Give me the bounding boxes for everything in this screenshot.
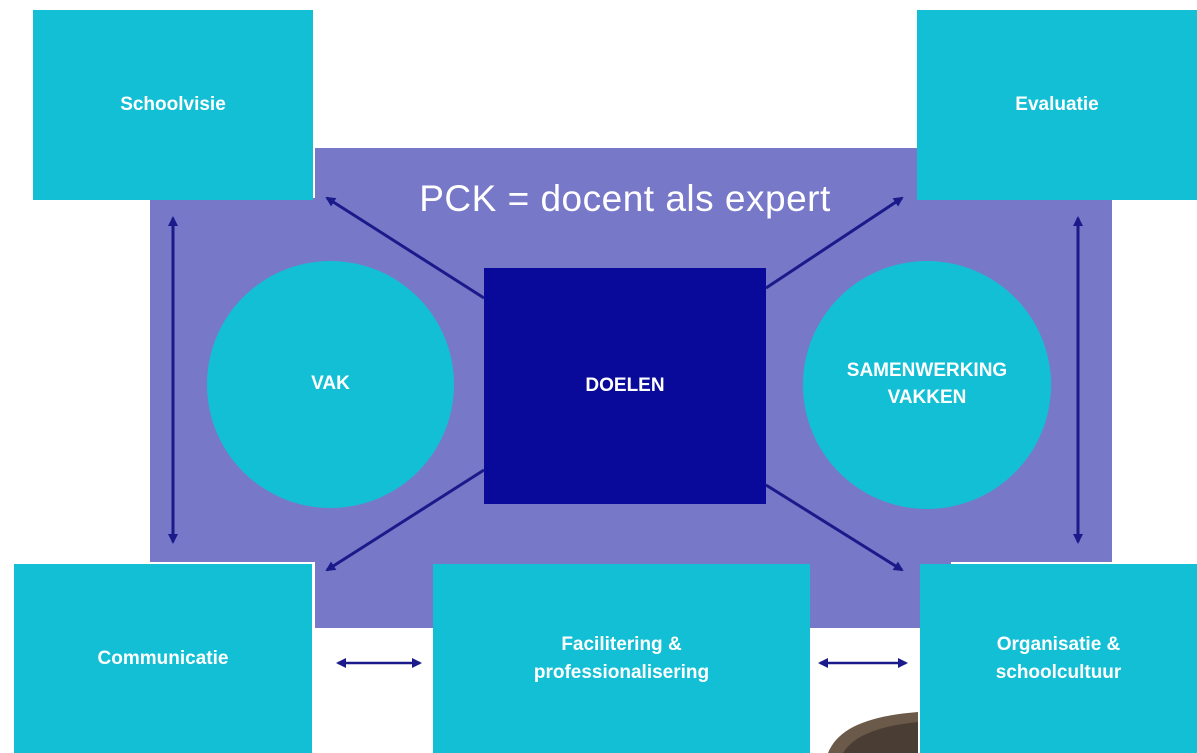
arrow-to-evaluatie bbox=[765, 196, 904, 290]
box-schoolvisie-label: Schoolvisie bbox=[120, 94, 226, 116]
box-facilitering-label: Facilitering & professionalisering bbox=[533, 633, 710, 683]
center-box-label: DOELEN bbox=[585, 375, 665, 397]
box-evaluatie-label: Evaluatie bbox=[1015, 94, 1099, 116]
circle-samenwerking-vakken: SAMENWERKING VAKKEN bbox=[803, 261, 1051, 509]
box-communicatie-label: Communicatie bbox=[97, 647, 229, 669]
box-communicatie: Communicatie bbox=[14, 564, 312, 753]
arrow-to-communicatie bbox=[325, 468, 485, 572]
box-evaluatie: Evaluatie bbox=[917, 10, 1197, 200]
circle-vak-label: VAK bbox=[311, 373, 350, 395]
box-organisatie-label: Organisatie & schoolcultuur bbox=[995, 633, 1122, 683]
box-schoolvisie: Schoolvisie bbox=[33, 10, 313, 200]
box-organisatie: Organisatie & schoolcultuur bbox=[920, 564, 1197, 753]
diagram-title: PCK = docent als expert bbox=[419, 178, 831, 219]
box-facilitering: Facilitering & professionalisering bbox=[433, 564, 810, 753]
arrow-to-organisatie bbox=[765, 483, 904, 572]
circle-vak: VAK bbox=[207, 261, 454, 508]
photo-fragment bbox=[828, 712, 918, 753]
center-box-doelen: DOELEN bbox=[484, 268, 766, 504]
arrow-to-schoolvisie bbox=[325, 196, 485, 300]
circle-samenwerking-label: SAMENWERKING VAKKEN bbox=[846, 360, 1008, 408]
